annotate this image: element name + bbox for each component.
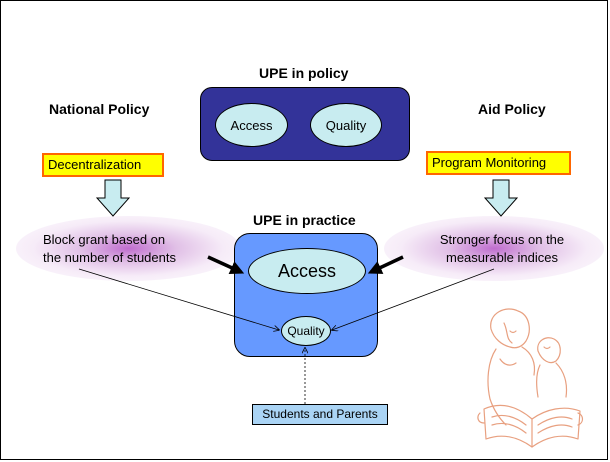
students-parents-box: Students and Parents: [252, 404, 388, 425]
national-effect-line1: Block grant based on: [43, 232, 166, 247]
practice-access-oval: Access: [248, 248, 366, 294]
national-to-access-arrow: [207, 255, 245, 275]
down-arrow-icon: [484, 179, 518, 217]
left-haze: [16, 216, 241, 281]
upe-practice-box: Access Quality: [234, 233, 378, 357]
program-monitoring-tag: Program Monitoring: [426, 151, 571, 175]
aid-to-quality-line: [332, 268, 495, 330]
national-to-quality-line: [78, 268, 279, 330]
upe-policy-title: UPE in policy: [259, 65, 349, 81]
upe-practice-title: UPE in practice: [253, 212, 356, 228]
policy-access-oval: Access: [215, 103, 288, 147]
national-effect-line2: the number of students: [43, 250, 176, 265]
national-effect-text: Block grant based on the number of stude…: [43, 231, 176, 267]
decentralization-tag: Decentralization: [42, 153, 164, 177]
teacher-student-reading-clipart-icon: [477, 308, 584, 448]
aid-effect-text: Stronger focus on the measurable indices: [419, 231, 585, 267]
down-arrow-icon: [96, 179, 130, 217]
aid-effect-line2: measurable indices: [445, 250, 558, 265]
right-haze: [384, 216, 604, 281]
practice-quality-oval: Quality: [281, 316, 331, 346]
aid-to-access-arrow: [367, 255, 404, 274]
national-policy-heading: National Policy: [49, 101, 150, 117]
aid-policy-heading: Aid Policy: [478, 101, 546, 117]
aid-effect-line1: Stronger focus on the: [439, 232, 565, 247]
upe-policy-box: Access Quality: [200, 87, 410, 161]
policy-quality-oval: Quality: [310, 103, 382, 147]
